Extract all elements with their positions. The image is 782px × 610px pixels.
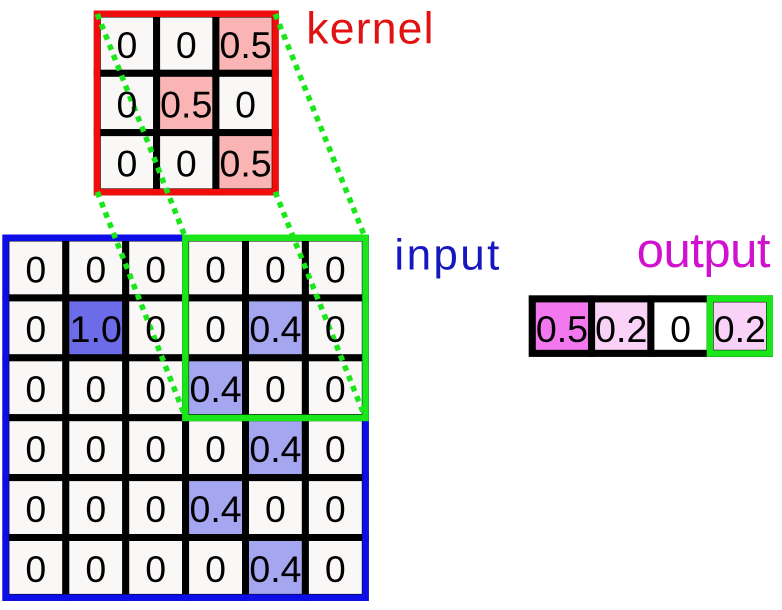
svg-text:0: 0 bbox=[25, 548, 46, 590]
svg-text:0: 0 bbox=[145, 368, 166, 410]
svg-text:0: 0 bbox=[325, 428, 346, 470]
svg-text:0.5: 0.5 bbox=[219, 24, 271, 66]
svg-text:0: 0 bbox=[117, 24, 138, 66]
svg-text:0: 0 bbox=[235, 83, 256, 125]
svg-text:0: 0 bbox=[325, 368, 346, 410]
svg-text:0: 0 bbox=[176, 143, 197, 185]
svg-text:0: 0 bbox=[117, 143, 138, 185]
svg-text:0: 0 bbox=[145, 548, 166, 590]
svg-text:0: 0 bbox=[85, 248, 106, 290]
svg-text:0: 0 bbox=[325, 248, 346, 290]
svg-text:0.4: 0.4 bbox=[189, 368, 241, 410]
svg-text:1.0: 1.0 bbox=[70, 308, 122, 350]
svg-text:0: 0 bbox=[145, 308, 166, 350]
svg-text:0: 0 bbox=[145, 428, 166, 470]
svg-text:0: 0 bbox=[325, 308, 346, 350]
svg-text:0.5: 0.5 bbox=[219, 143, 271, 185]
svg-text:0: 0 bbox=[25, 428, 46, 470]
svg-text:0: 0 bbox=[145, 488, 166, 530]
svg-text:0: 0 bbox=[25, 368, 46, 410]
svg-text:0: 0 bbox=[25, 488, 46, 530]
svg-text:0: 0 bbox=[325, 488, 346, 530]
svg-text:0.4: 0.4 bbox=[249, 308, 301, 350]
svg-text:0: 0 bbox=[205, 248, 226, 290]
svg-text:0: 0 bbox=[85, 368, 106, 410]
svg-text:0: 0 bbox=[145, 248, 166, 290]
svg-text:0: 0 bbox=[85, 488, 106, 530]
svg-text:0: 0 bbox=[670, 308, 691, 350]
svg-text:output: output bbox=[637, 224, 771, 278]
svg-text:0: 0 bbox=[325, 548, 346, 590]
svg-text:0: 0 bbox=[85, 428, 106, 470]
svg-text:0: 0 bbox=[117, 83, 138, 125]
svg-text:0.5: 0.5 bbox=[536, 308, 588, 350]
svg-text:0.5: 0.5 bbox=[160, 83, 212, 125]
svg-text:0: 0 bbox=[85, 548, 106, 590]
svg-text:0: 0 bbox=[205, 548, 226, 590]
svg-text:0: 0 bbox=[265, 368, 286, 410]
svg-text:input: input bbox=[394, 230, 501, 279]
svg-text:0: 0 bbox=[25, 308, 46, 350]
svg-text:kernel: kernel bbox=[306, 5, 434, 54]
svg-text:0.4: 0.4 bbox=[249, 428, 301, 470]
svg-text:0.2: 0.2 bbox=[595, 308, 647, 350]
svg-text:0: 0 bbox=[265, 248, 286, 290]
svg-text:0: 0 bbox=[205, 308, 226, 350]
svg-text:0: 0 bbox=[205, 428, 226, 470]
svg-text:0: 0 bbox=[25, 248, 46, 290]
svg-text:0.4: 0.4 bbox=[189, 488, 241, 530]
svg-text:0.2: 0.2 bbox=[714, 308, 766, 350]
svg-text:0.4: 0.4 bbox=[249, 548, 301, 590]
svg-text:0: 0 bbox=[265, 488, 286, 530]
svg-text:0: 0 bbox=[176, 24, 197, 66]
